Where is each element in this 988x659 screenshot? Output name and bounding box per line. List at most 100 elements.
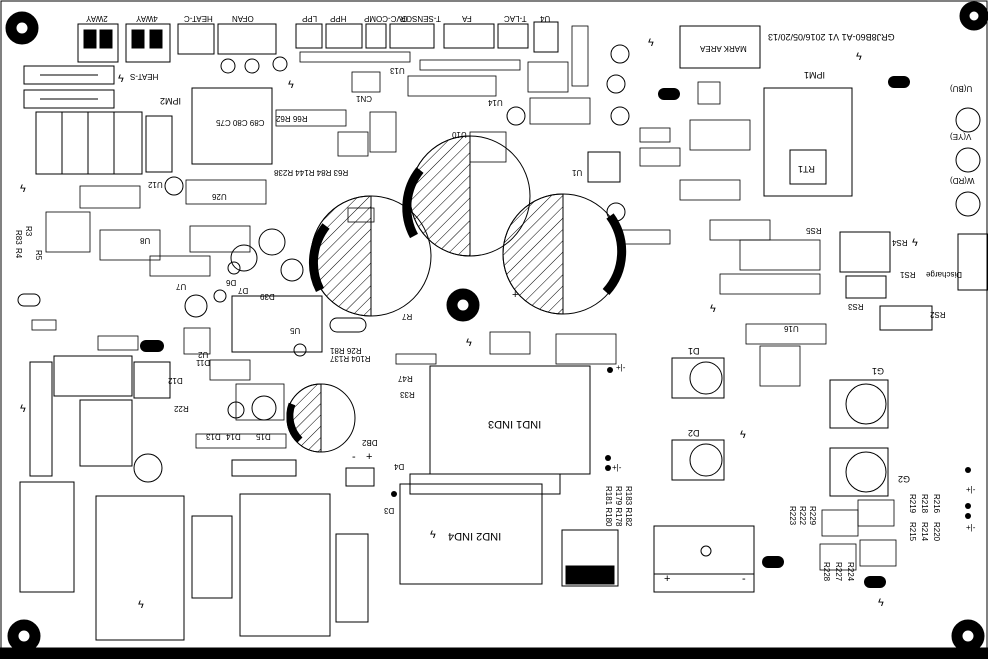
- label-u5: U5: [290, 326, 301, 335]
- label-d2: D2: [688, 428, 700, 438]
- label-r224: R224: [846, 562, 855, 582]
- label-r4: R4: [14, 248, 23, 259]
- polarity-mark: +|-: [612, 463, 622, 472]
- transformer: [95, 495, 185, 641]
- connector-heat-c: [177, 23, 215, 55]
- label-lpp: LPP: [302, 14, 318, 23]
- label-rs2: RS2: [930, 310, 946, 319]
- board-part-number: GRJ8B60-A1 V1 2016/05/20/13: [768, 32, 895, 42]
- bridge-rectifier: [653, 525, 755, 593]
- label-r7: R7: [402, 312, 413, 321]
- label-r222: R222: [798, 506, 807, 526]
- high-voltage-icon: ϟ: [430, 529, 436, 541]
- label-u7: U7: [176, 282, 187, 291]
- transformer-left: [19, 481, 75, 593]
- transformer: [239, 493, 331, 637]
- label-r181: R181 R180: [604, 486, 613, 527]
- shunt-rs5: [839, 231, 891, 273]
- connector-fa: [443, 23, 495, 49]
- label-d3: D3: [384, 506, 395, 515]
- label-r223: R223: [788, 506, 797, 526]
- bottom-edge: [0, 647, 988, 659]
- polarity-minus: -: [352, 451, 356, 463]
- label-r104: R104 R137: [330, 354, 371, 363]
- label-phase-u: U(BU): [950, 84, 973, 93]
- connector-tlac: [497, 23, 529, 49]
- high-voltage-icon: ϟ: [912, 237, 918, 249]
- label-d8: D6: [226, 278, 237, 287]
- label-r3: R3: [24, 226, 33, 237]
- polarity-plus: +: [366, 451, 373, 463]
- label-u26: U26: [212, 192, 227, 201]
- label-u10: U10: [452, 130, 467, 139]
- polarity-mark: +|-: [616, 363, 626, 372]
- ipm1-module: [763, 87, 853, 197]
- label-4way: 4WAY: [136, 14, 158, 23]
- relay-bank: [35, 111, 143, 175]
- label-d13: D13: [206, 432, 221, 441]
- high-voltage-icon: ϟ: [20, 183, 26, 195]
- label-t-lac: T-LAC: [504, 14, 527, 23]
- label-r220: R220: [932, 522, 941, 542]
- inductor-ind2-ind4: [399, 483, 543, 585]
- connector-2way: [77, 23, 119, 63]
- high-voltage-icon: ϟ: [288, 79, 294, 91]
- mark-area: [679, 25, 761, 69]
- label-ind2-ind4: IND2 IND4: [448, 530, 502, 542]
- high-voltage-icon: ϟ: [740, 429, 746, 441]
- label-ipm1: IPM1: [804, 70, 826, 80]
- label-rs5: RS5: [806, 226, 822, 235]
- terminal-u: [955, 107, 981, 133]
- label-rs4: RS4: [892, 238, 908, 247]
- label-r183: R183 R182: [624, 486, 633, 527]
- connector-lpp: [295, 23, 323, 49]
- label-g2: G2: [898, 474, 911, 484]
- high-voltage-icon: ϟ: [466, 337, 472, 349]
- high-voltage-icon: ϟ: [118, 73, 124, 85]
- connector-4way: [125, 23, 171, 63]
- label-u1: U1: [572, 168, 583, 177]
- label-ind1-ind3: IND1 IND3: [488, 418, 542, 430]
- bridge-module: [191, 87, 273, 165]
- label-r228: R228: [822, 562, 831, 582]
- label-d12: D12: [168, 376, 183, 385]
- discharge-cap: [957, 233, 988, 291]
- diode-d1: [671, 357, 725, 399]
- label-phase-v: V(YE): [950, 132, 972, 141]
- label-t-sensor: T-SENSOR: [400, 14, 441, 23]
- diode-d12: [133, 361, 171, 399]
- high-voltage-icon: ϟ: [878, 597, 884, 609]
- connector-ofan: [217, 23, 277, 55]
- label-r83: R83: [14, 230, 23, 245]
- label-d11: D11: [196, 358, 211, 367]
- chip-u4: [533, 21, 559, 53]
- polarity-plus: +: [512, 289, 519, 301]
- label-hpp: HPP: [330, 14, 347, 23]
- label-heat-s: HEAT-S: [130, 72, 159, 81]
- polarity-plus: +: [664, 573, 671, 585]
- mark-area-label: MARK AREA: [700, 44, 747, 53]
- label-2way: 2WAY: [86, 14, 108, 23]
- label-c89: C89 C80 C75: [216, 118, 265, 127]
- label-r218: R218: [920, 494, 929, 514]
- label-cn1: CN1: [356, 94, 373, 103]
- label-r214: R214: [920, 522, 929, 542]
- label-discharge: Discharge: [926, 270, 963, 279]
- label-u4: U4: [540, 14, 551, 23]
- label-d4: D4: [394, 462, 405, 471]
- high-voltage-icon: ϟ: [138, 599, 144, 611]
- label-rs3: RS3: [848, 302, 864, 311]
- terminal-v: [955, 147, 981, 173]
- label-heat-c: HEAT-C: [184, 14, 213, 23]
- connector-ovc: [365, 23, 387, 49]
- high-voltage-icon: ϟ: [648, 37, 654, 49]
- label-ipm2: IPM2: [160, 96, 182, 106]
- label-r22: R22: [174, 404, 189, 413]
- film-cap: [335, 533, 369, 623]
- polarity-minus: -: [742, 573, 746, 585]
- label-u14: U14: [488, 98, 503, 107]
- label-r227: R227: [834, 562, 843, 582]
- label-db2: DB2: [362, 438, 378, 447]
- label-r219: R219: [908, 494, 917, 514]
- chip-u1: [587, 151, 621, 183]
